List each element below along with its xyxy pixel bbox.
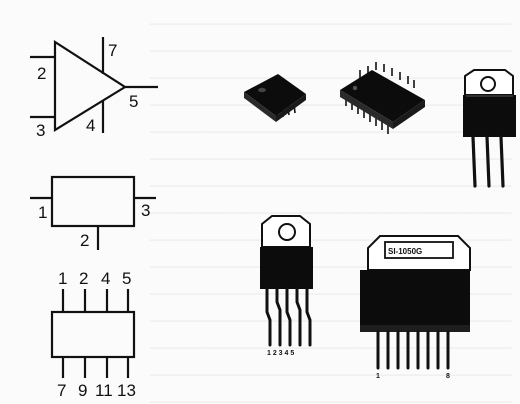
to220-3pin-lead bbox=[499, 135, 505, 188]
to220-3pin-body bbox=[463, 95, 516, 137]
three-terminal-box bbox=[50, 175, 136, 228]
to220-5pin-lead bbox=[285, 287, 292, 347]
multi-pin-top-label-4: 4 bbox=[101, 269, 110, 288]
three-terminal-pin-right-label: 3 bbox=[141, 201, 150, 220]
opamp-pin-left-upper-label: 2 bbox=[37, 64, 46, 83]
sip-package: SI-1050G 1 8 bbox=[360, 235, 471, 380]
to220-5pin-package: 1 2 3 4 5 bbox=[260, 215, 313, 357]
sip-marking: SI-1050G bbox=[388, 247, 422, 256]
multi-pin-box bbox=[50, 310, 136, 359]
sip-last-pin-label: 8 bbox=[446, 373, 450, 380]
opamp-pin-left-lower-label: 3 bbox=[36, 121, 45, 140]
opamp-symbol bbox=[30, 37, 158, 133]
dip8-body bbox=[244, 74, 306, 116]
dip8-package bbox=[244, 74, 306, 122]
opamp-pin-top-label: 7 bbox=[108, 41, 117, 60]
three-terminal-symbol bbox=[30, 175, 156, 250]
multi-pin-bottom-label-7: 7 bbox=[57, 381, 66, 400]
dip16-package bbox=[340, 62, 425, 134]
to220-5pin-tab bbox=[261, 215, 311, 248]
multi-pin-symbol bbox=[50, 289, 136, 378]
sip-body bbox=[360, 270, 470, 325]
opamp-triangle bbox=[53, 39, 128, 132]
to220-3pin-package bbox=[463, 69, 516, 188]
multi-pin-top-label-1: 1 bbox=[58, 269, 67, 288]
multi-pin-top-label-2: 2 bbox=[79, 269, 88, 288]
to220-3pin-lead bbox=[485, 135, 491, 188]
multi-pin-bottom-label-9: 9 bbox=[78, 381, 87, 400]
three-terminal-pin-left-label: 1 bbox=[38, 203, 47, 222]
to220-5pin-lead bbox=[295, 287, 302, 347]
to220-5pin-lead bbox=[265, 287, 272, 347]
dip16-body bbox=[340, 70, 425, 122]
opamp-pin-bottom-label: 4 bbox=[86, 116, 95, 135]
to220-3pin-lead bbox=[471, 135, 477, 188]
to220-5pin-lead bbox=[305, 287, 312, 347]
opamp-pin-output-label: 5 bbox=[129, 92, 138, 111]
to220-5pin-lead-marks: 1 2 3 4 5 bbox=[267, 350, 294, 357]
multi-pin-bottom-label-13: 13 bbox=[117, 381, 136, 400]
multi-pin-top-label-5: 5 bbox=[122, 269, 131, 288]
multi-pin-bottom-label-11: 11 bbox=[95, 381, 113, 400]
sip-first-pin-label: 1 bbox=[376, 373, 380, 380]
to220-5pin-lead bbox=[275, 287, 282, 347]
three-terminal-pin-bottom-label: 2 bbox=[80, 231, 89, 250]
to220-5pin-body bbox=[260, 247, 313, 289]
